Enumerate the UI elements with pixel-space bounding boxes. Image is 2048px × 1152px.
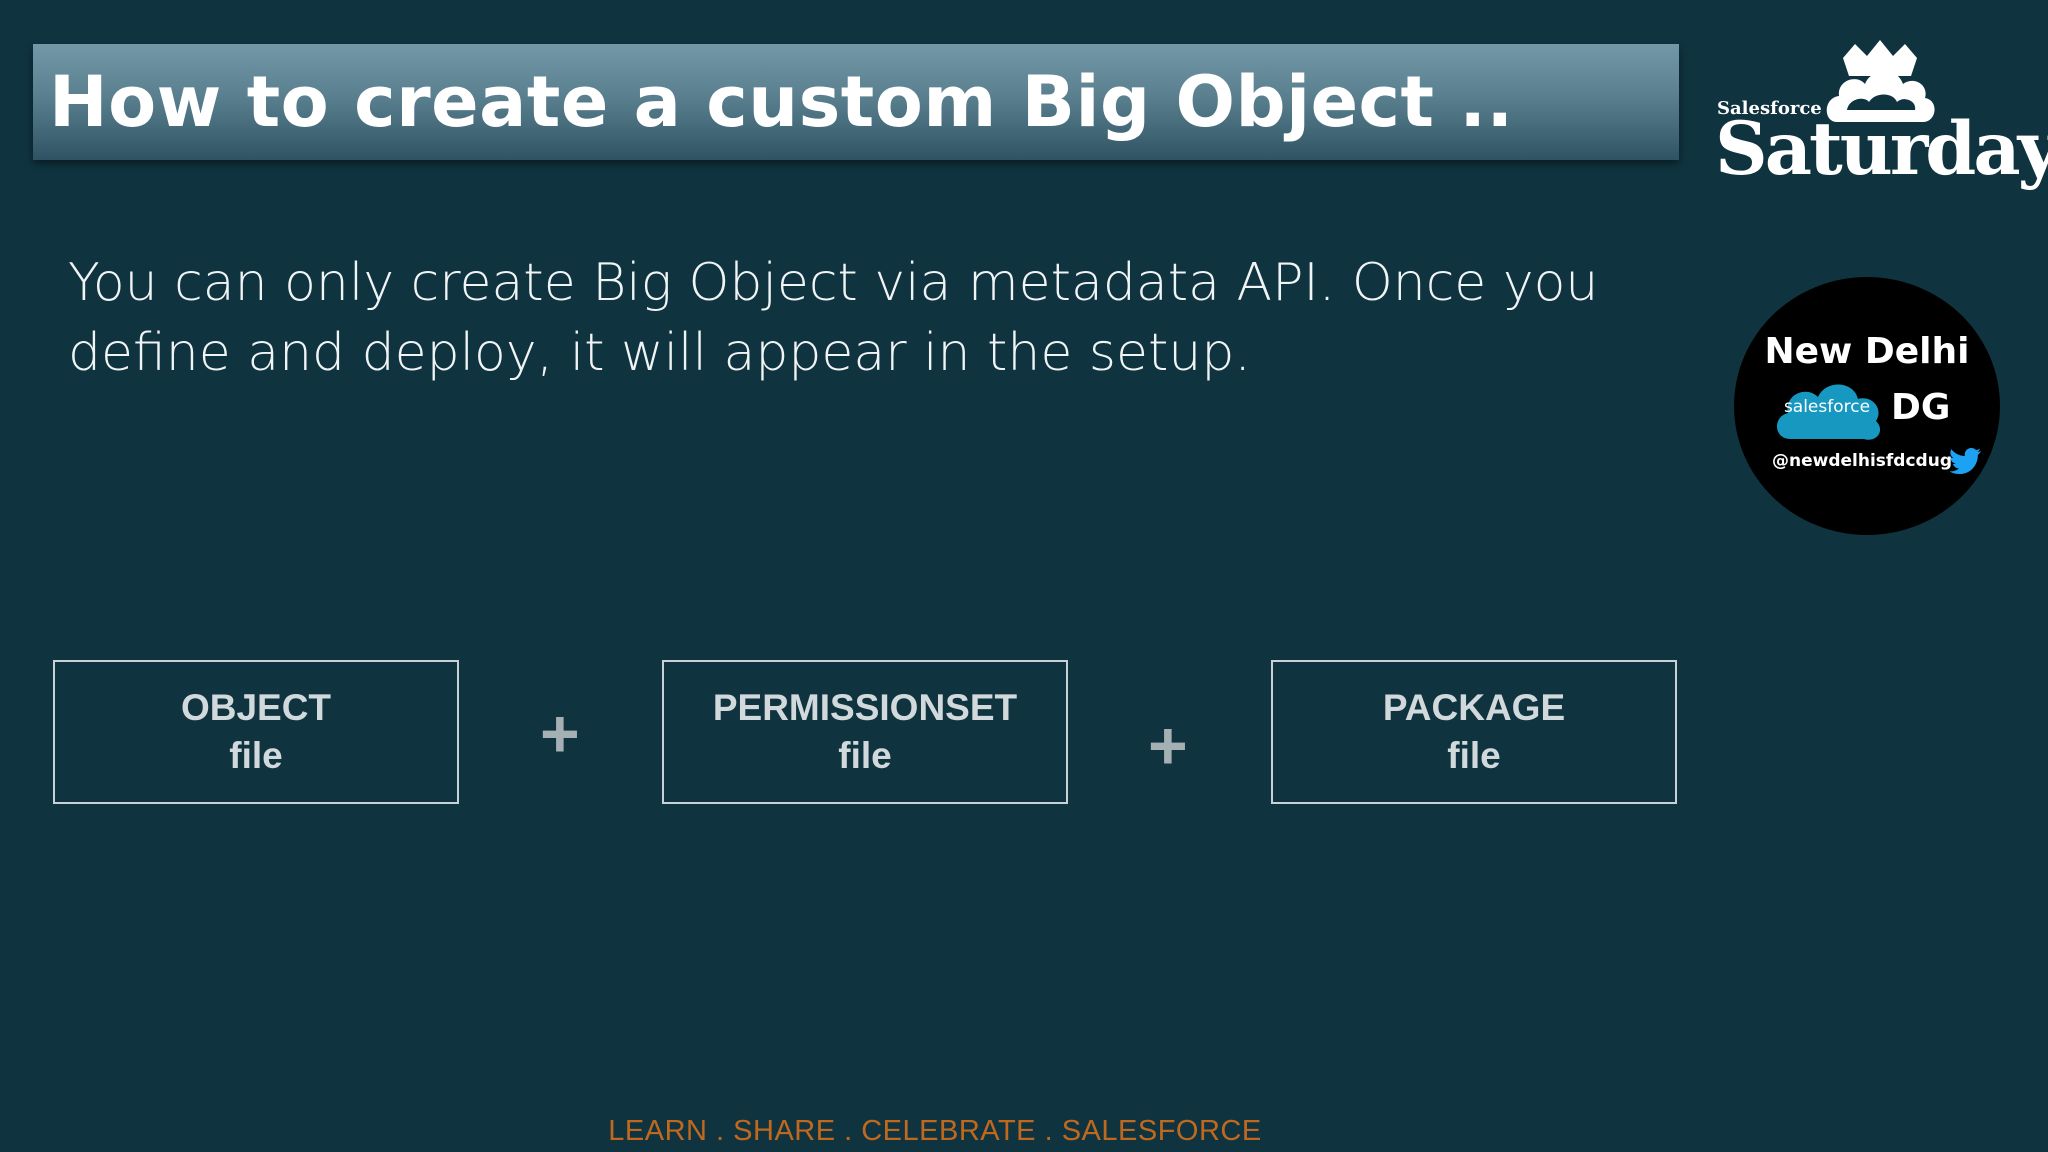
box-subtitle: file	[229, 735, 283, 776]
permissionset-file-box: PERMISSIONSET file	[662, 660, 1068, 804]
box-title: PERMISSIONSET	[712, 687, 1018, 728]
slide-body-text: You can only create Big Object via metad…	[68, 253, 1599, 383]
box-subtitle: file	[838, 735, 892, 776]
badge-dg: DG	[1891, 387, 1951, 428]
title-bar: How to create a custom Big Object ..	[33, 44, 1679, 160]
twitter-bird-icon	[1950, 448, 1981, 474]
slide-title: How to create a custom Big Object ..	[49, 61, 1514, 143]
brand-small-text: Salesforce	[1717, 98, 1822, 119]
object-file-box: OBJECT file	[53, 660, 459, 804]
box-title: PACKAGE	[1382, 687, 1566, 728]
badge-city: New Delhi	[1764, 331, 1970, 372]
new-delhi-dg-badge: New Delhi salesforce DG @newdelhisfdcdug	[1734, 277, 2000, 535]
plus-icon: +	[1148, 708, 1188, 784]
badge-cloud-label: salesforce	[1783, 397, 1871, 417]
box-subtitle: file	[1447, 735, 1501, 776]
plus-icon: +	[540, 696, 580, 772]
package-file-box: PACKAGE file	[1271, 660, 1677, 804]
cloud-crown-icon	[1826, 40, 1935, 122]
salesforce-cloud-icon	[1776, 384, 1881, 440]
twitter-handle: @newdelhisfdcdug	[1772, 451, 1952, 471]
footer-tagline: LEARN . SHARE . CELEBRATE . SALESFORCE	[608, 1115, 1262, 1147]
brand-big-text: Saturday	[1715, 106, 2048, 192]
salesforce-saturday-logo: Salesforce Saturday	[1715, 36, 2048, 196]
box-title: OBJECT	[180, 687, 332, 728]
